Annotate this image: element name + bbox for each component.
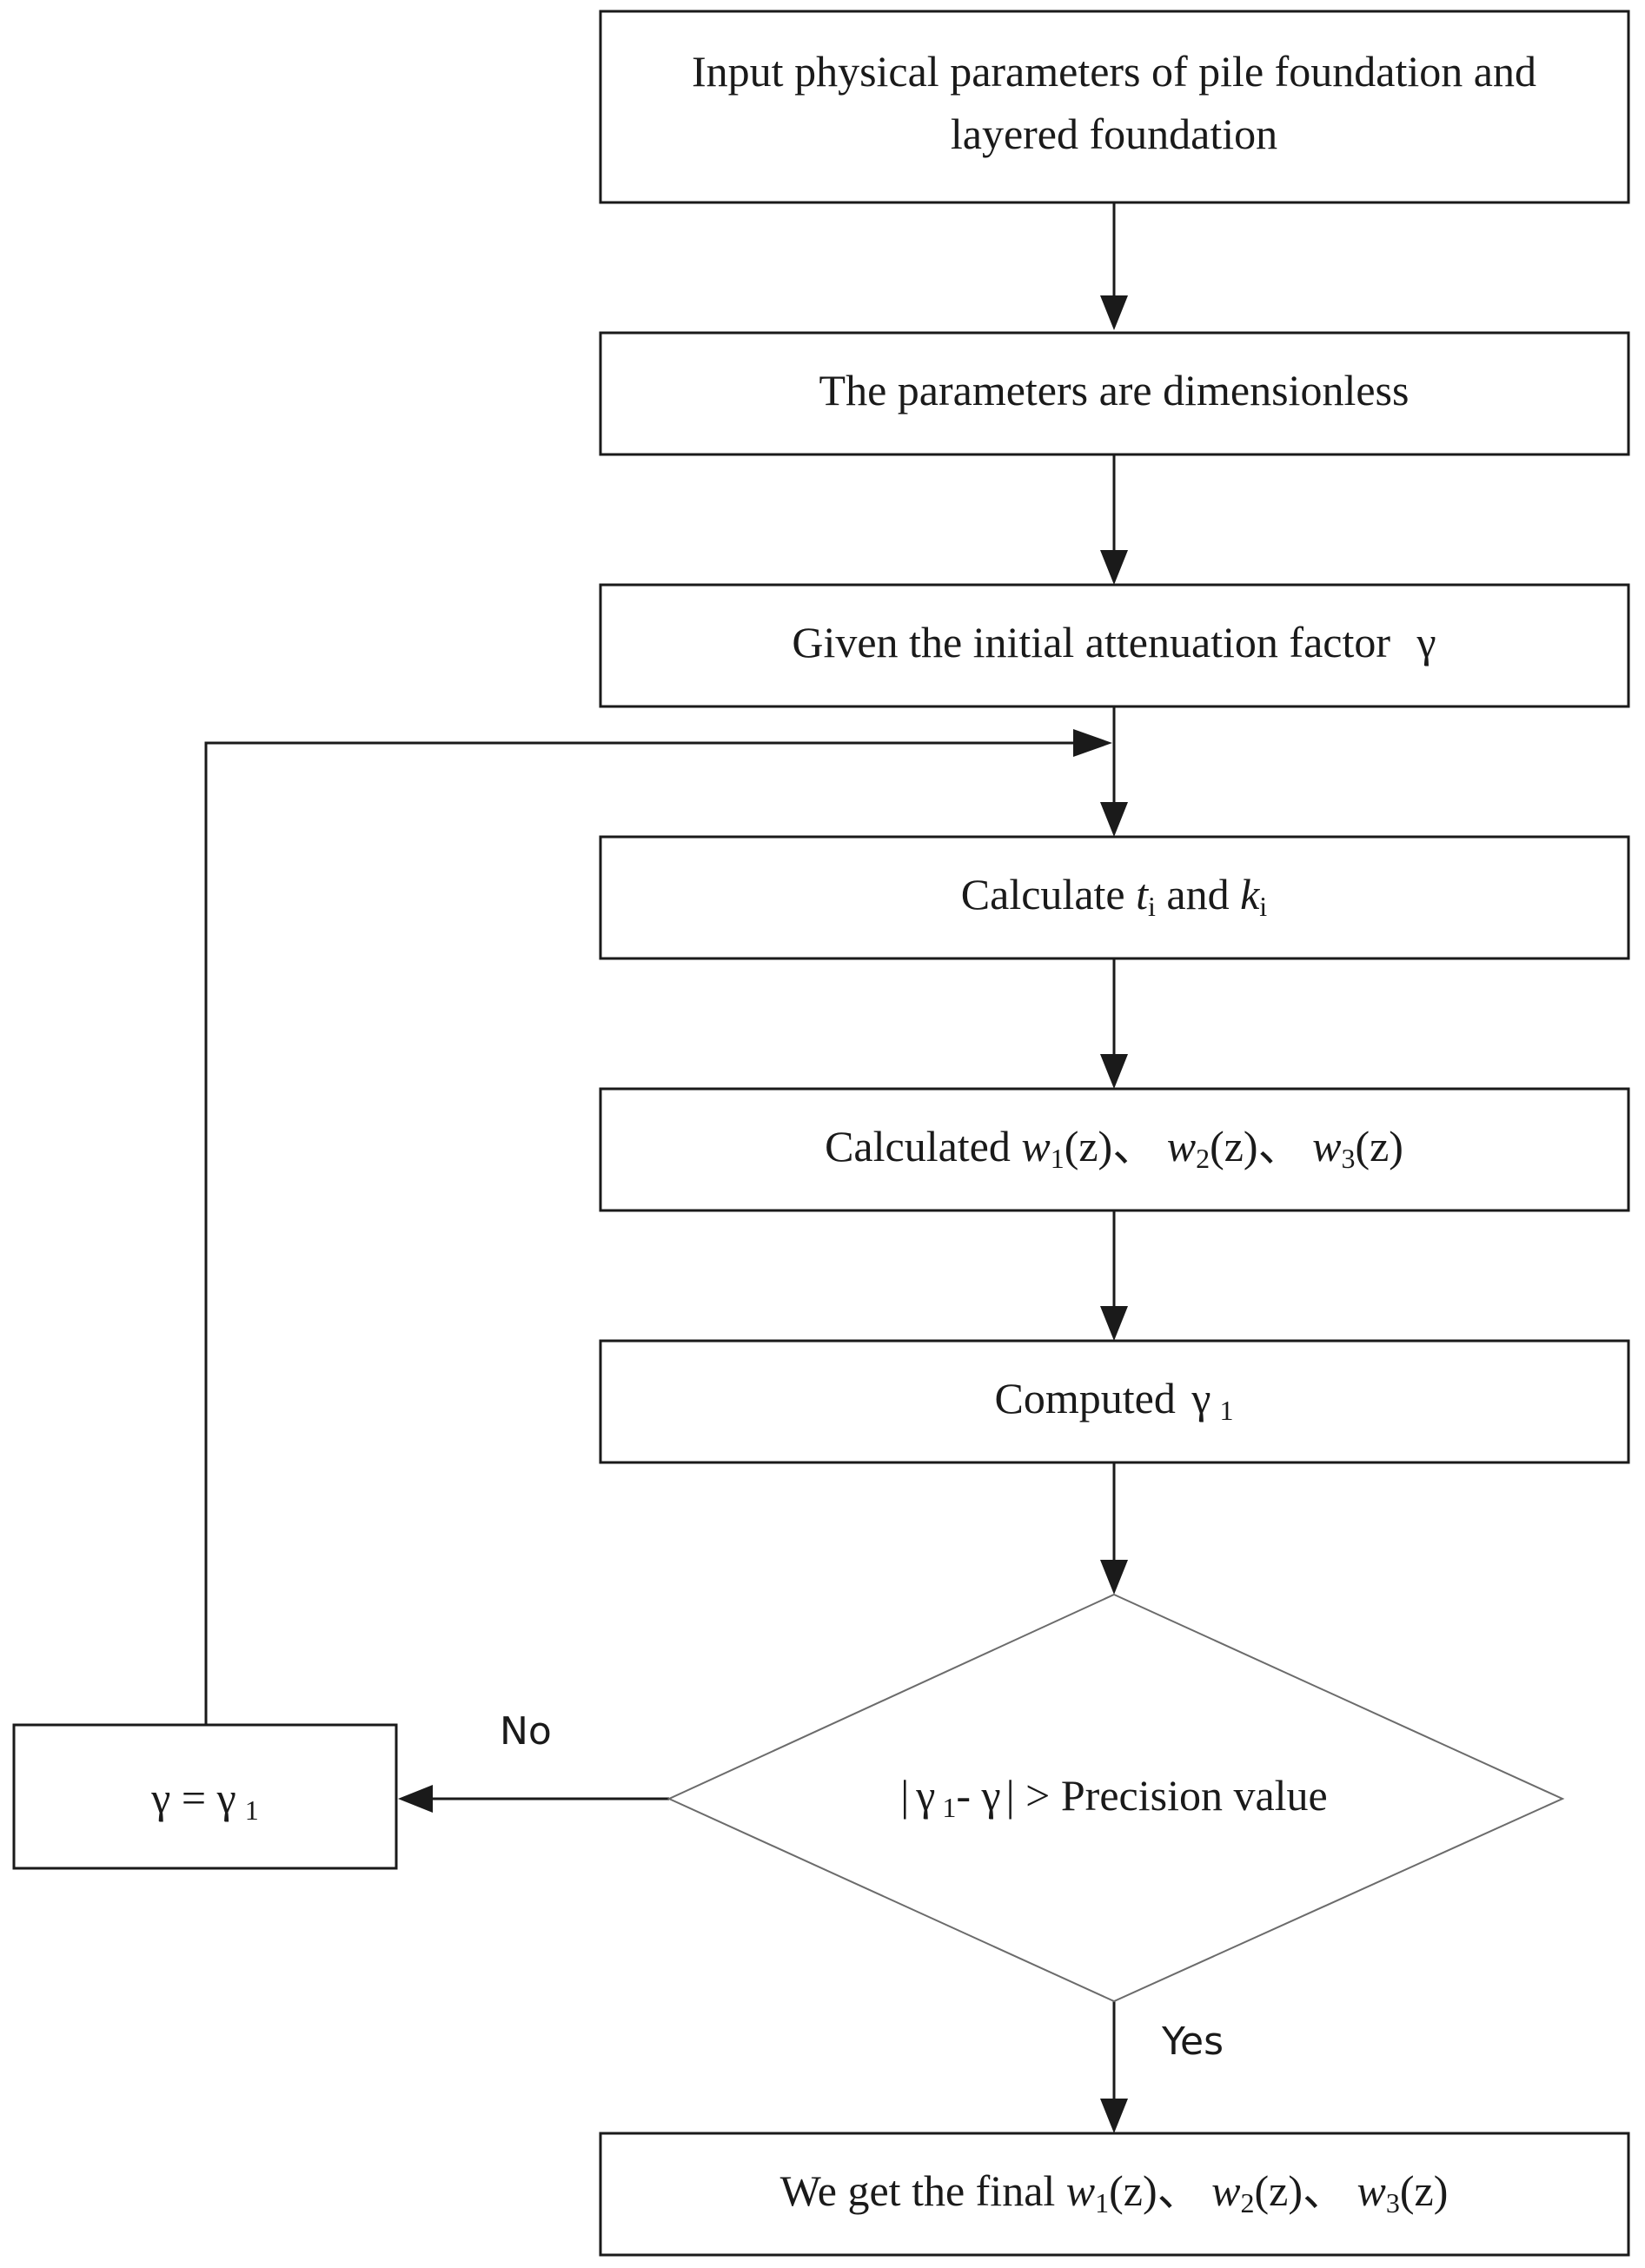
final-result-box: We get the final w1(z)、 w2(z)、 w3(z) — [599, 2132, 1630, 2257]
w2-variable: w — [1167, 1122, 1196, 1170]
final-w2-variable: w — [1211, 2166, 1240, 2215]
sep-2: 、 — [1258, 1122, 1313, 1170]
svg-text:Calculated w1(z)、 w2(z)、 w3(z): Calculated w1(z)、 w2(z)、 w3(z) — [825, 1122, 1403, 1174]
initial-text: Given the initial attenuation factor — [792, 618, 1390, 666]
decision-gamma1-subscript: 1 — [942, 1792, 956, 1823]
final-w1-arg: (z) — [1109, 2166, 1157, 2215]
final-sep-2: 、 — [1303, 2166, 1357, 2215]
arrowhead-3 — [1100, 802, 1128, 837]
k-variable: k — [1240, 870, 1260, 918]
w2-subscript: 2 — [1196, 1143, 1210, 1174]
abs-open: | — [900, 1771, 909, 1820]
final-w3-arg: (z) — [1400, 2166, 1449, 2215]
decision-gamma1: γ — [915, 1771, 935, 1820]
update-subscript: 1 — [245, 1794, 259, 1826]
update-rhs: γ — [216, 1774, 236, 1822]
svg-text:Computed γ1: Computed γ1 — [995, 1374, 1234, 1426]
w1-variable: w — [1021, 1122, 1050, 1170]
final-w1-variable: w — [1066, 2166, 1095, 2215]
arrowhead-6 — [1100, 1560, 1128, 1595]
connectors — [204, 202, 1128, 2133]
initial-attenuation-box: Given the initial attenuation factor γ — [599, 583, 1630, 708]
svg-text:We get the final w1(z)、 w2(z)、: We get the final w1(z)、 w2(z)、 w3(z) — [780, 2166, 1449, 2218]
t-variable: t — [1136, 870, 1149, 918]
decision-rest: > Precision value — [1015, 1771, 1328, 1820]
w3-variable: w — [1312, 1122, 1341, 1170]
computed-gamma-subscript: 1 — [1219, 1395, 1233, 1426]
computed-prefix: Computed — [995, 1374, 1187, 1422]
update-eq: = — [170, 1774, 216, 1822]
svg-text:γ = γ1: γ = γ1 — [150, 1774, 258, 1826]
dimensionless-text: The parameters are dimensionless — [819, 366, 1410, 414]
w1-arg: (z) — [1065, 1122, 1113, 1170]
input-line-2: layered foundation — [951, 109, 1277, 158]
abs-close: | — [1006, 1771, 1015, 1820]
final-w3-subscript: 3 — [1386, 2187, 1400, 2218]
svg-text:Input physical parameters of p: Input physical parameters of pile founda… — [692, 47, 1536, 96]
arrowhead-5 — [1100, 1306, 1128, 1341]
final-w3-variable: w — [1357, 2166, 1386, 2215]
w2-arg: (z) — [1210, 1122, 1258, 1170]
arrowhead-8 — [398, 1785, 433, 1813]
no-label: No — [500, 1709, 552, 1754]
calc-tk-prefix: Calculate — [961, 870, 1136, 918]
w1-subscript: 1 — [1051, 1143, 1065, 1174]
final-w1-subscript: 1 — [1095, 2187, 1109, 2218]
update-lhs: γ — [150, 1774, 170, 1822]
loop-back-line — [204, 741, 1073, 1725]
calculate-tk-box: Calculate ti and ki — [599, 835, 1630, 960]
final-prefix: We get the final — [780, 2166, 1066, 2215]
gamma-symbol: γ — [1416, 618, 1436, 666]
w3-arg: (z) — [1355, 1122, 1403, 1170]
svg-text:Given the initial attenuation: Given the initial attenuation factor γ — [792, 618, 1436, 666]
arrowhead-9 — [1073, 729, 1112, 757]
sep-1: 、 — [1112, 1122, 1167, 1170]
input-line-1: Input physical parameters of pile founda… — [692, 47, 1536, 96]
calc-w-prefix: Calculated — [825, 1122, 1021, 1170]
svg-text:layered foundation: layered foundation — [951, 109, 1277, 158]
final-w2-arg: (z) — [1255, 2166, 1303, 2215]
svg-text:|γ1- γ| > Precision value: |γ1- γ| > Precision value — [900, 1771, 1327, 1823]
yes-label: Yes — [1161, 2019, 1224, 2064]
svg-text:Calculate ti and ki: Calculate ti and ki — [961, 870, 1268, 922]
k-subscript: i — [1259, 891, 1267, 922]
calculated-w-box: Calculated w1(z)、 w2(z)、 w3(z) — [599, 1087, 1630, 1212]
arrowhead-4 — [1100, 1054, 1128, 1089]
arrowhead-7 — [1100, 2099, 1128, 2133]
dimensionless-box: The parameters are dimensionless — [599, 331, 1630, 456]
arrowhead-2 — [1100, 550, 1128, 585]
t-subscript: i — [1148, 891, 1156, 922]
final-w2-subscript: 2 — [1241, 2187, 1255, 2218]
final-sep-1: 、 — [1157, 2166, 1212, 2215]
computed-gamma: γ — [1191, 1374, 1211, 1422]
decision-gamma: γ — [981, 1771, 1001, 1820]
decision-minus: - — [956, 1771, 981, 1820]
calc-tk-and: and — [1156, 870, 1240, 918]
arrowhead-1 — [1100, 295, 1128, 330]
svg-text:The parameters are dimensionle: The parameters are dimensionless — [819, 366, 1410, 414]
w3-subscript: 3 — [1341, 1143, 1355, 1174]
input-parameters-box: Input physical parameters of pile founda… — [599, 10, 1630, 204]
